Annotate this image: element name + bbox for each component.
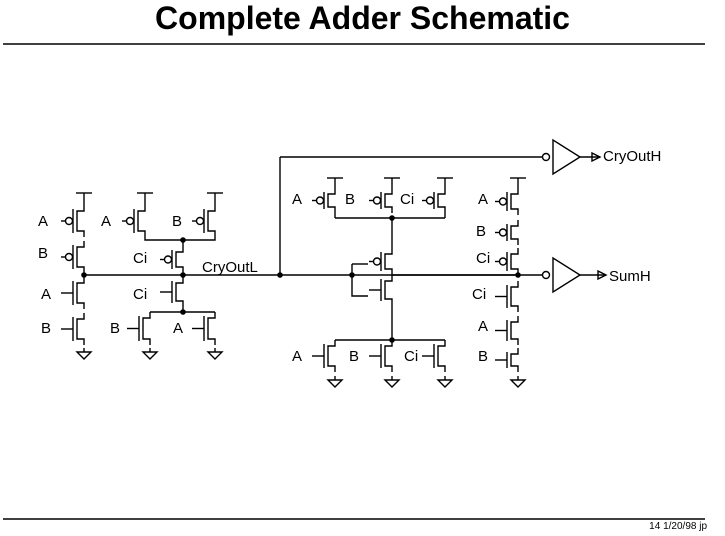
label-b: B xyxy=(110,320,120,337)
nmos-transistor xyxy=(127,312,151,345)
label-a: A xyxy=(292,348,302,365)
pmos-transistor xyxy=(495,188,519,215)
junction-dot xyxy=(180,272,186,278)
pmos-transistor xyxy=(61,205,85,237)
label-cryoutl: CryOutL xyxy=(202,259,258,276)
label-a: A xyxy=(38,213,48,230)
ground-symbol xyxy=(383,379,401,388)
label-a: A xyxy=(478,191,488,208)
junction-dot xyxy=(277,272,283,278)
label-ci: Ci xyxy=(472,286,486,303)
ground-symbol xyxy=(326,379,344,388)
pmos-transistor xyxy=(422,188,446,213)
footer-text: 14 1/20/98 jp xyxy=(649,521,707,532)
label-a: A xyxy=(173,320,183,337)
inverter-bubble xyxy=(541,270,551,280)
label-sumh: SumH xyxy=(609,268,651,285)
nmos-transistor xyxy=(61,277,85,309)
label-b: B xyxy=(172,213,182,230)
pmos-transistor xyxy=(369,188,393,213)
ground-symbol xyxy=(436,379,454,388)
label-ci: Ci xyxy=(133,286,147,303)
label-a: A xyxy=(478,318,488,335)
inverter-carry-out xyxy=(552,138,582,176)
pmos-transistor xyxy=(369,248,393,275)
ground-symbol xyxy=(509,379,527,388)
arrow-head xyxy=(597,269,608,281)
junction-dot xyxy=(180,237,186,243)
pmos-transistor xyxy=(495,220,519,245)
label-a: A xyxy=(101,213,111,230)
page-title: Complete Adder Schematic xyxy=(155,0,570,36)
nmos-transistor xyxy=(192,312,216,345)
label-b: B xyxy=(478,348,488,365)
nmos-transistor xyxy=(495,316,519,345)
junction-dot xyxy=(349,272,355,278)
pmos-transistor xyxy=(61,241,85,273)
label-b: B xyxy=(476,223,486,240)
label-cryouth: CryOutH xyxy=(603,148,661,165)
pmos-transistor xyxy=(122,205,146,237)
wire xyxy=(144,237,216,241)
ground-symbol xyxy=(141,351,159,360)
nmos-transistor xyxy=(369,340,393,372)
pmos-transistor xyxy=(160,246,184,273)
pmos-transistor xyxy=(312,188,336,213)
label-ci: Ci xyxy=(476,250,490,267)
nmos-transistor xyxy=(422,340,446,372)
nmos-transistor xyxy=(495,348,519,372)
junction-dot xyxy=(81,272,87,278)
ground-symbol xyxy=(206,351,224,360)
label-b: B xyxy=(38,245,48,262)
nmos-transistor xyxy=(312,340,336,372)
nmos-transistor xyxy=(495,281,519,312)
ground-symbol xyxy=(75,351,93,360)
pmos-transistor xyxy=(495,248,519,275)
nmos-transistor xyxy=(61,313,85,345)
label-ci: Ci xyxy=(404,348,418,365)
label-ci: Ci xyxy=(133,250,147,267)
label-ci: Ci xyxy=(400,191,414,208)
label-b: B xyxy=(41,320,51,337)
inverter-sum xyxy=(552,256,582,294)
arrow-head xyxy=(591,151,602,163)
pmos-transistor xyxy=(192,205,216,237)
circuit xyxy=(61,138,608,388)
label-b: B xyxy=(349,348,359,365)
nmos-transistor xyxy=(160,277,184,307)
label-a: A xyxy=(292,191,302,208)
wire xyxy=(351,264,368,297)
nmos-transistor xyxy=(369,275,393,305)
label-a: A xyxy=(41,286,51,303)
label-b: B xyxy=(345,191,355,208)
inverter-bubble xyxy=(541,152,551,162)
